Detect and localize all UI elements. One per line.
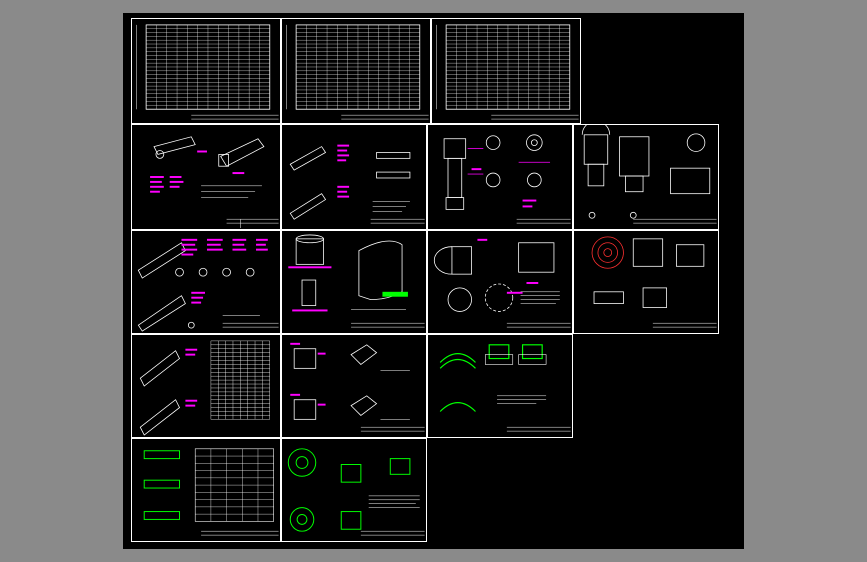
gear-sheet-drawing [287,448,425,536]
pipe-sheet-drawing [433,238,571,328]
flange-sheet-drawing [443,134,571,224]
cylinder-sheet[interactable] [281,230,427,334]
shaft-sheet-1[interactable] [131,124,281,230]
assembly-sheet-1-drawing [581,125,717,224]
table-sheet-2[interactable] [281,18,431,124]
shaft-sheet-1-drawing [150,136,279,229]
table-sheet-3-drawing [436,24,579,120]
table-sheet-1[interactable] [131,18,281,124]
table-sheet-2-drawing [286,24,429,120]
spec-sheet[interactable] [131,438,281,542]
assembly-sheet-2-drawing [591,236,717,328]
elbow-sheet[interactable] [427,334,573,438]
block-sheet-drawing [290,342,425,432]
shaft-sheet-4[interactable] [131,334,281,438]
cylinder-sheet-drawing [288,234,425,328]
shaft-sheet-3-drawing [137,238,279,332]
assembly-sheet-2[interactable] [573,230,719,334]
shaft-sheet-4-drawing [139,340,270,436]
shaft-sheet-3[interactable] [131,230,281,334]
shaft-sheet-2[interactable] [281,124,427,230]
table-sheet-3[interactable] [431,18,581,124]
pipe-sheet[interactable] [427,230,573,334]
gear-sheet[interactable] [281,438,427,542]
elbow-sheet-drawing [439,344,571,432]
spec-sheet-drawing [143,448,279,536]
table-sheet-1-drawing [136,24,279,120]
flange-sheet[interactable] [427,124,573,230]
drawing-canvas[interactable] [123,13,744,549]
block-sheet[interactable] [281,334,427,438]
shaft-sheet-2-drawing [289,144,425,224]
assembly-sheet-1[interactable] [573,124,719,230]
